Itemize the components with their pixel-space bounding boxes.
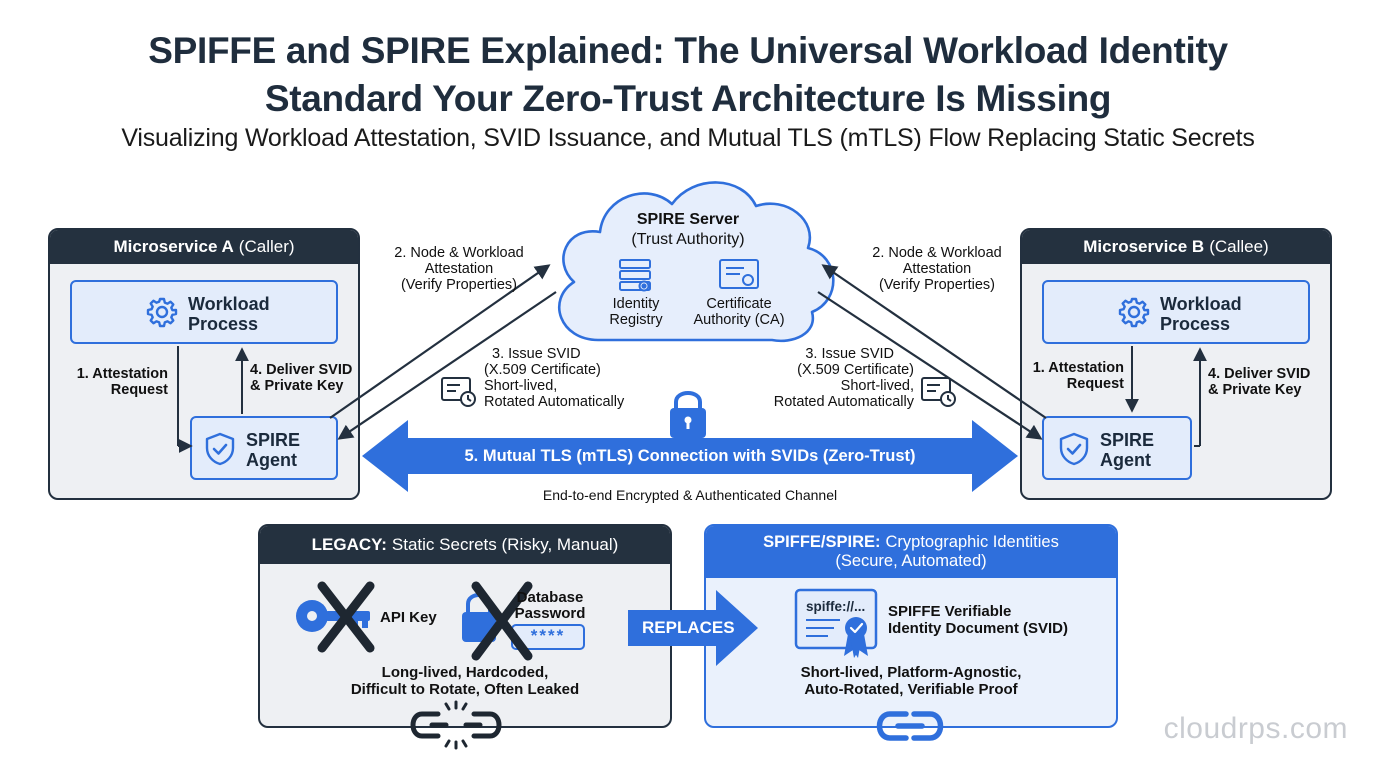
shield-check-icon (205, 432, 235, 466)
microservice-b-name: Microservice B (1083, 237, 1205, 256)
mtls-label: 5. Mutual TLS (mTLS) Connection with SVI… (464, 447, 916, 465)
issue-left-line3: Short-lived, (484, 378, 558, 394)
workload-b-label-2: Process (1160, 314, 1231, 334)
step4-b-line1: 4. Deliver SVID (1208, 366, 1311, 382)
document-clock-icon (921, 377, 956, 407)
password-mask: **** (530, 626, 566, 645)
attestation-right-line3: (Verify Properties) (878, 277, 996, 293)
step1-a-line2: Request (110, 382, 168, 398)
identity-registry-line1: Identity (612, 296, 660, 312)
spiffe-desc-line2: Auto-Rotated, Verifiable Proof (804, 681, 1018, 698)
issue-svid-label-left: 3. Issue SVID (X.509 Certificate) Short-… (484, 346, 654, 410)
microservice-b-role: (Callee) (1209, 237, 1269, 256)
identity-registry-label: Identity Registry (596, 296, 676, 328)
issue-right-line4: Rotated Automatically (773, 394, 914, 410)
certificate-icon (719, 259, 759, 289)
spire-server-role: (Trust Authority) (631, 231, 745, 248)
issue-right-line2: (X.509 Certificate) (797, 362, 914, 378)
spiffe-description: Short-lived, Platform-Agnostic, Auto-Rot… (708, 664, 1114, 698)
legacy-desc-line1: Long-lived, Hardcoded, (381, 664, 549, 681)
server-icon (619, 259, 651, 292)
workload-a-label-1: Workload (188, 294, 270, 314)
watermark: cloudrps.com (1163, 712, 1348, 745)
attestation-label-right: 2. Node & Workload Attestation (Verify P… (842, 245, 1032, 293)
attestation-left-line1: 2. Node & Workload (394, 245, 524, 261)
agent-a-label-2: Agent (246, 450, 297, 470)
replaces-label: REPLACES (642, 618, 735, 637)
svid-line2: Identity Document (SVID) (888, 620, 1069, 637)
legacy-description: Long-lived, Hardcoded, Difficult to Rota… (262, 664, 668, 698)
ca-line1: Certificate (706, 296, 772, 312)
attestation-left-line2: Attestation (424, 261, 494, 277)
microservice-a-role: (Caller) (238, 237, 295, 256)
page-title-line2: Standard Your Zero-Trust Architecture Is… (264, 78, 1112, 119)
microservice-a-name: Microservice A (113, 237, 234, 256)
step4-label-b: 4. Deliver SVID & Private Key (1208, 366, 1324, 398)
step1-a-line1: 1. Attestation (76, 366, 168, 382)
shield-check-icon (1059, 432, 1089, 466)
api-key-label: API Key (380, 609, 437, 626)
microservice-b-header: Microservice B (Callee) (1022, 230, 1330, 264)
issue-svid-label-right: 3. Issue SVID (X.509 Certificate) Short-… (744, 346, 914, 410)
step4-a-line2: & Private Key (250, 378, 344, 394)
step4-b-line2: & Private Key (1208, 382, 1302, 398)
ca-line2: Authority (CA) (693, 312, 785, 328)
db-line2: Password (514, 605, 586, 622)
spiffe-panel: SPIFFE/SPIRE:Cryptographic Identities (S… (704, 524, 1118, 728)
spire-agent-b: SPIRE Agent (1042, 416, 1192, 480)
page-title: SPIFFE and SPIRE Explained: The Universa… (148, 30, 1228, 71)
agent-b-label-1: SPIRE (1100, 430, 1155, 450)
issue-left-line1: 3. Issue SVID (492, 346, 581, 362)
attestation-label-left: 2. Node & Workload Attestation (Verify P… (364, 245, 554, 293)
workload-process-a: Workload Process (70, 280, 338, 344)
spire-server-name: SPIRE Server (636, 211, 740, 228)
spire-agent-a: SPIRE Agent (190, 416, 338, 480)
step1-label-b: 1. Attestation Request (1010, 360, 1124, 392)
mtls-caption: End-to-end Encrypted & Authenticated Cha… (542, 487, 838, 503)
spiffe-head-line2: (Secure, Automated) (835, 552, 987, 570)
db-line1: Database (516, 589, 584, 606)
issue-left-line2: (X.509 Certificate) (484, 362, 601, 378)
attestation-right-line1: 2. Node & Workload (872, 245, 1002, 261)
svid-line1: SPIFFE Verifiable (888, 603, 1012, 620)
step1-label-a: 1. Attestation Request (54, 366, 168, 398)
db-password-label: Database Password (510, 590, 590, 622)
identity-registry-line2: Registry (609, 312, 663, 328)
microservice-a-header: Microservice A (Caller) (50, 230, 358, 264)
issue-right-line3: Short-lived, (840, 378, 914, 394)
workload-b-label-1: Workload (1160, 294, 1242, 314)
svid-label: SPIFFE Verifiable Identity Document (SVI… (888, 603, 1068, 637)
step1-b-line2: Request (1066, 376, 1124, 392)
legacy-desc-line2: Difficult to Rotate, Often Leaked (350, 681, 580, 698)
spiffe-head-rest: Cryptographic Identities (885, 533, 1059, 551)
legacy-header: LEGACY: Static Secrets (Risky, Manual) (260, 526, 670, 564)
step1-b-line1: 1. Attestation (1032, 360, 1124, 376)
document-clock-icon (441, 377, 476, 407)
issue-left-line4: Rotated Automatically (484, 394, 625, 410)
agent-b-label-2: Agent (1100, 450, 1151, 470)
workload-process-b: Workload Process (1042, 280, 1310, 344)
issue-right-line1: 3. Issue SVID (805, 346, 894, 362)
agent-a-label-1: SPIRE (246, 430, 301, 450)
spiffe-desc-line1: Short-lived, Platform-Agnostic, (800, 664, 1022, 681)
spiffe-uri: spiffe://... (806, 599, 866, 614)
certificate-authority-label: Certificate Authority (CA) (684, 296, 794, 328)
attestation-left-line3: (Verify Properties) (400, 277, 518, 293)
step4-label-a: 4. Deliver SVID & Private Key (250, 362, 360, 394)
gear-icon (1118, 297, 1150, 328)
step4-a-line1: 4. Deliver SVID (250, 362, 353, 378)
page-subtitle: Visualizing Workload Attestation, SVID I… (121, 124, 1255, 152)
attestation-right-line2: Attestation (902, 261, 972, 277)
legacy-head-bold: LEGACY: (311, 535, 387, 554)
spiffe-head-bold: SPIFFE/SPIRE: (763, 533, 881, 551)
gear-icon (146, 297, 178, 328)
lock-icon (670, 391, 706, 438)
legacy-head-rest: Static Secrets (Risky, Manual) (391, 535, 619, 554)
spiffe-header: SPIFFE/SPIRE:Cryptographic Identities (S… (706, 526, 1116, 578)
workload-a-label-2: Process (188, 314, 259, 334)
